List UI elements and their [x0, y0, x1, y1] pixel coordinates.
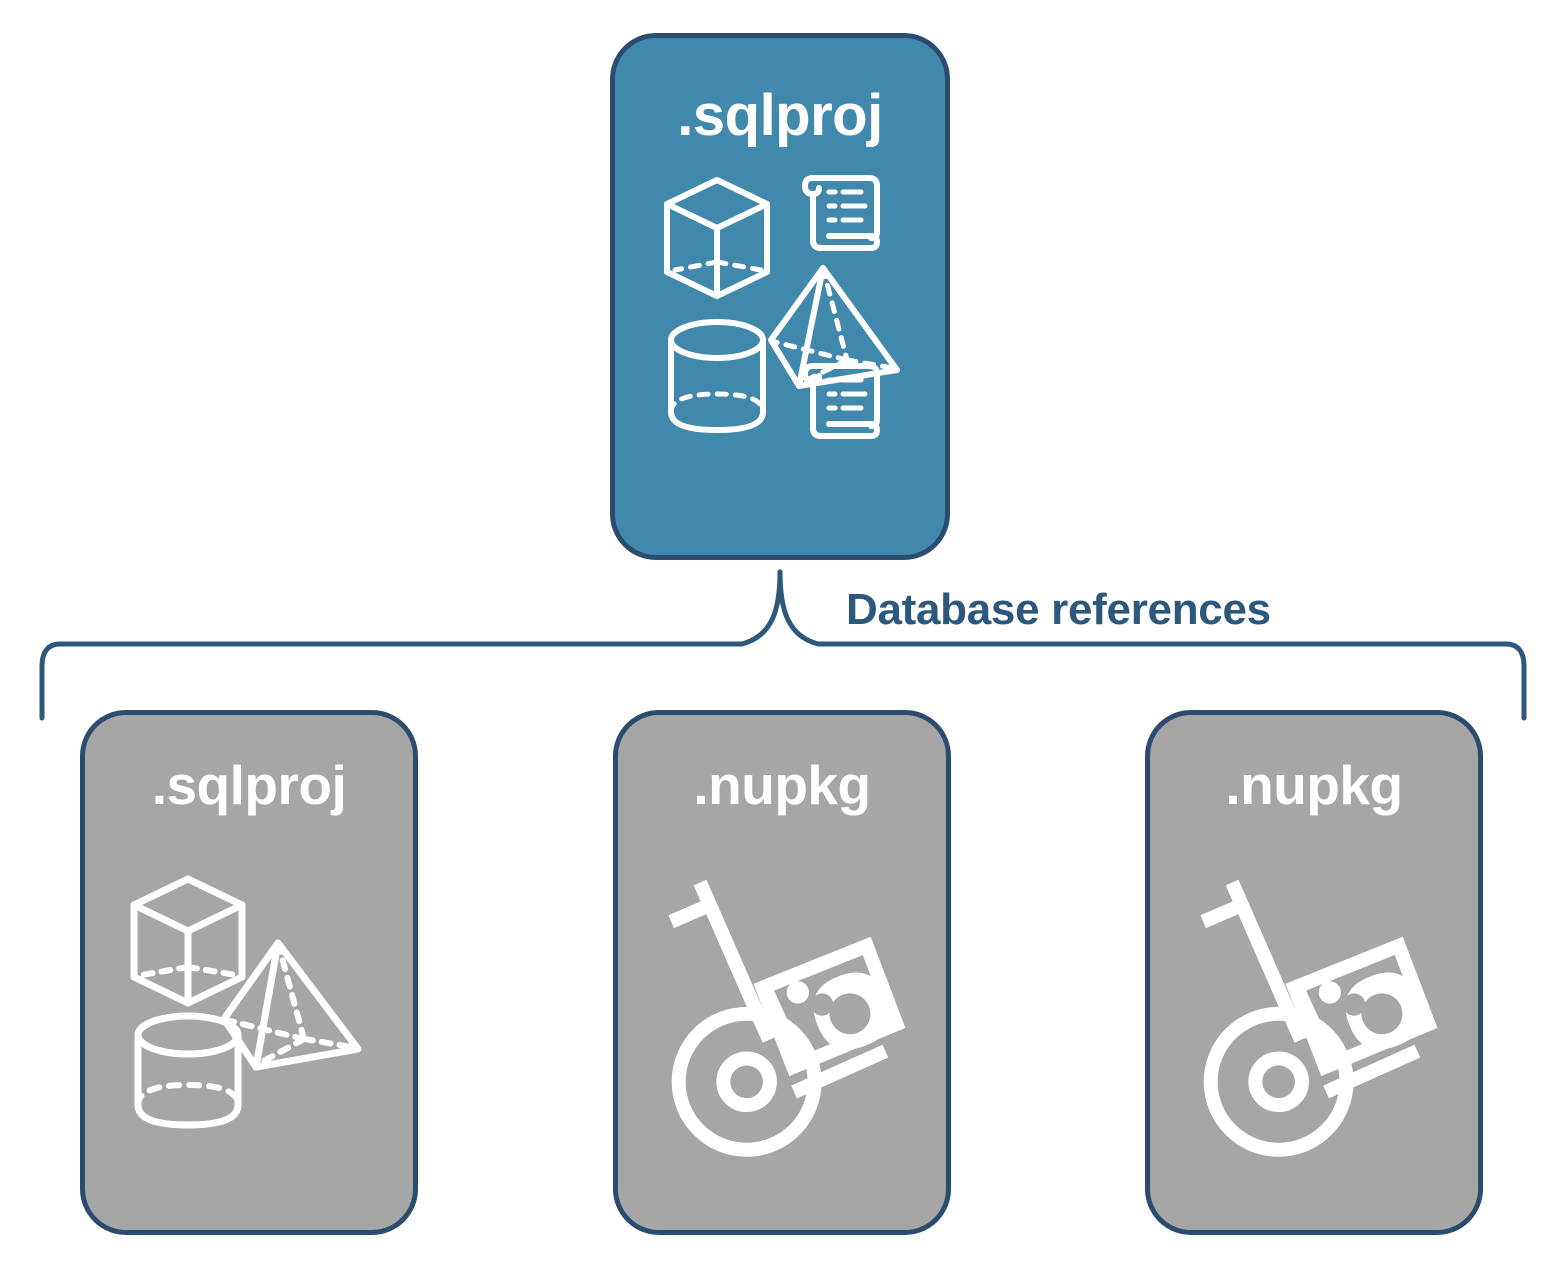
reference-card-icon-group [1179, 863, 1449, 1157]
reference-card-icon-group [114, 863, 384, 1133]
cylinder-icon [668, 319, 766, 433]
brace-label: Database references [846, 585, 1271, 634]
cylinder-icon [134, 1012, 242, 1129]
reference-card-sqlproj[interactable]: .sqlproj [80, 710, 418, 1235]
root-sqlproj-card[interactable]: .sqlproj [610, 33, 950, 560]
cube-icon [664, 177, 770, 299]
scroll-icon [802, 175, 880, 251]
database-references-brace [39, 569, 1527, 721]
pyramid-icon [220, 939, 362, 1071]
reference-card-label: .sqlproj [151, 754, 347, 816]
root-card-label: .sqlproj [677, 83, 883, 148]
reference-card-label: .nupkg [693, 754, 871, 816]
reference-card-nupkg-2[interactable]: .nupkg [1145, 710, 1483, 1235]
cube-icon [130, 875, 246, 1007]
reference-card-label: .nupkg [1225, 754, 1403, 816]
reference-card-icon-group [647, 863, 917, 1157]
root-card-icon-group [653, 166, 909, 446]
scroll-icon [802, 363, 880, 439]
package-hand-truck-icon [1200, 879, 1438, 1157]
package-hand-truck-icon [668, 879, 906, 1157]
reference-card-nupkg-1[interactable]: .nupkg [613, 710, 951, 1235]
